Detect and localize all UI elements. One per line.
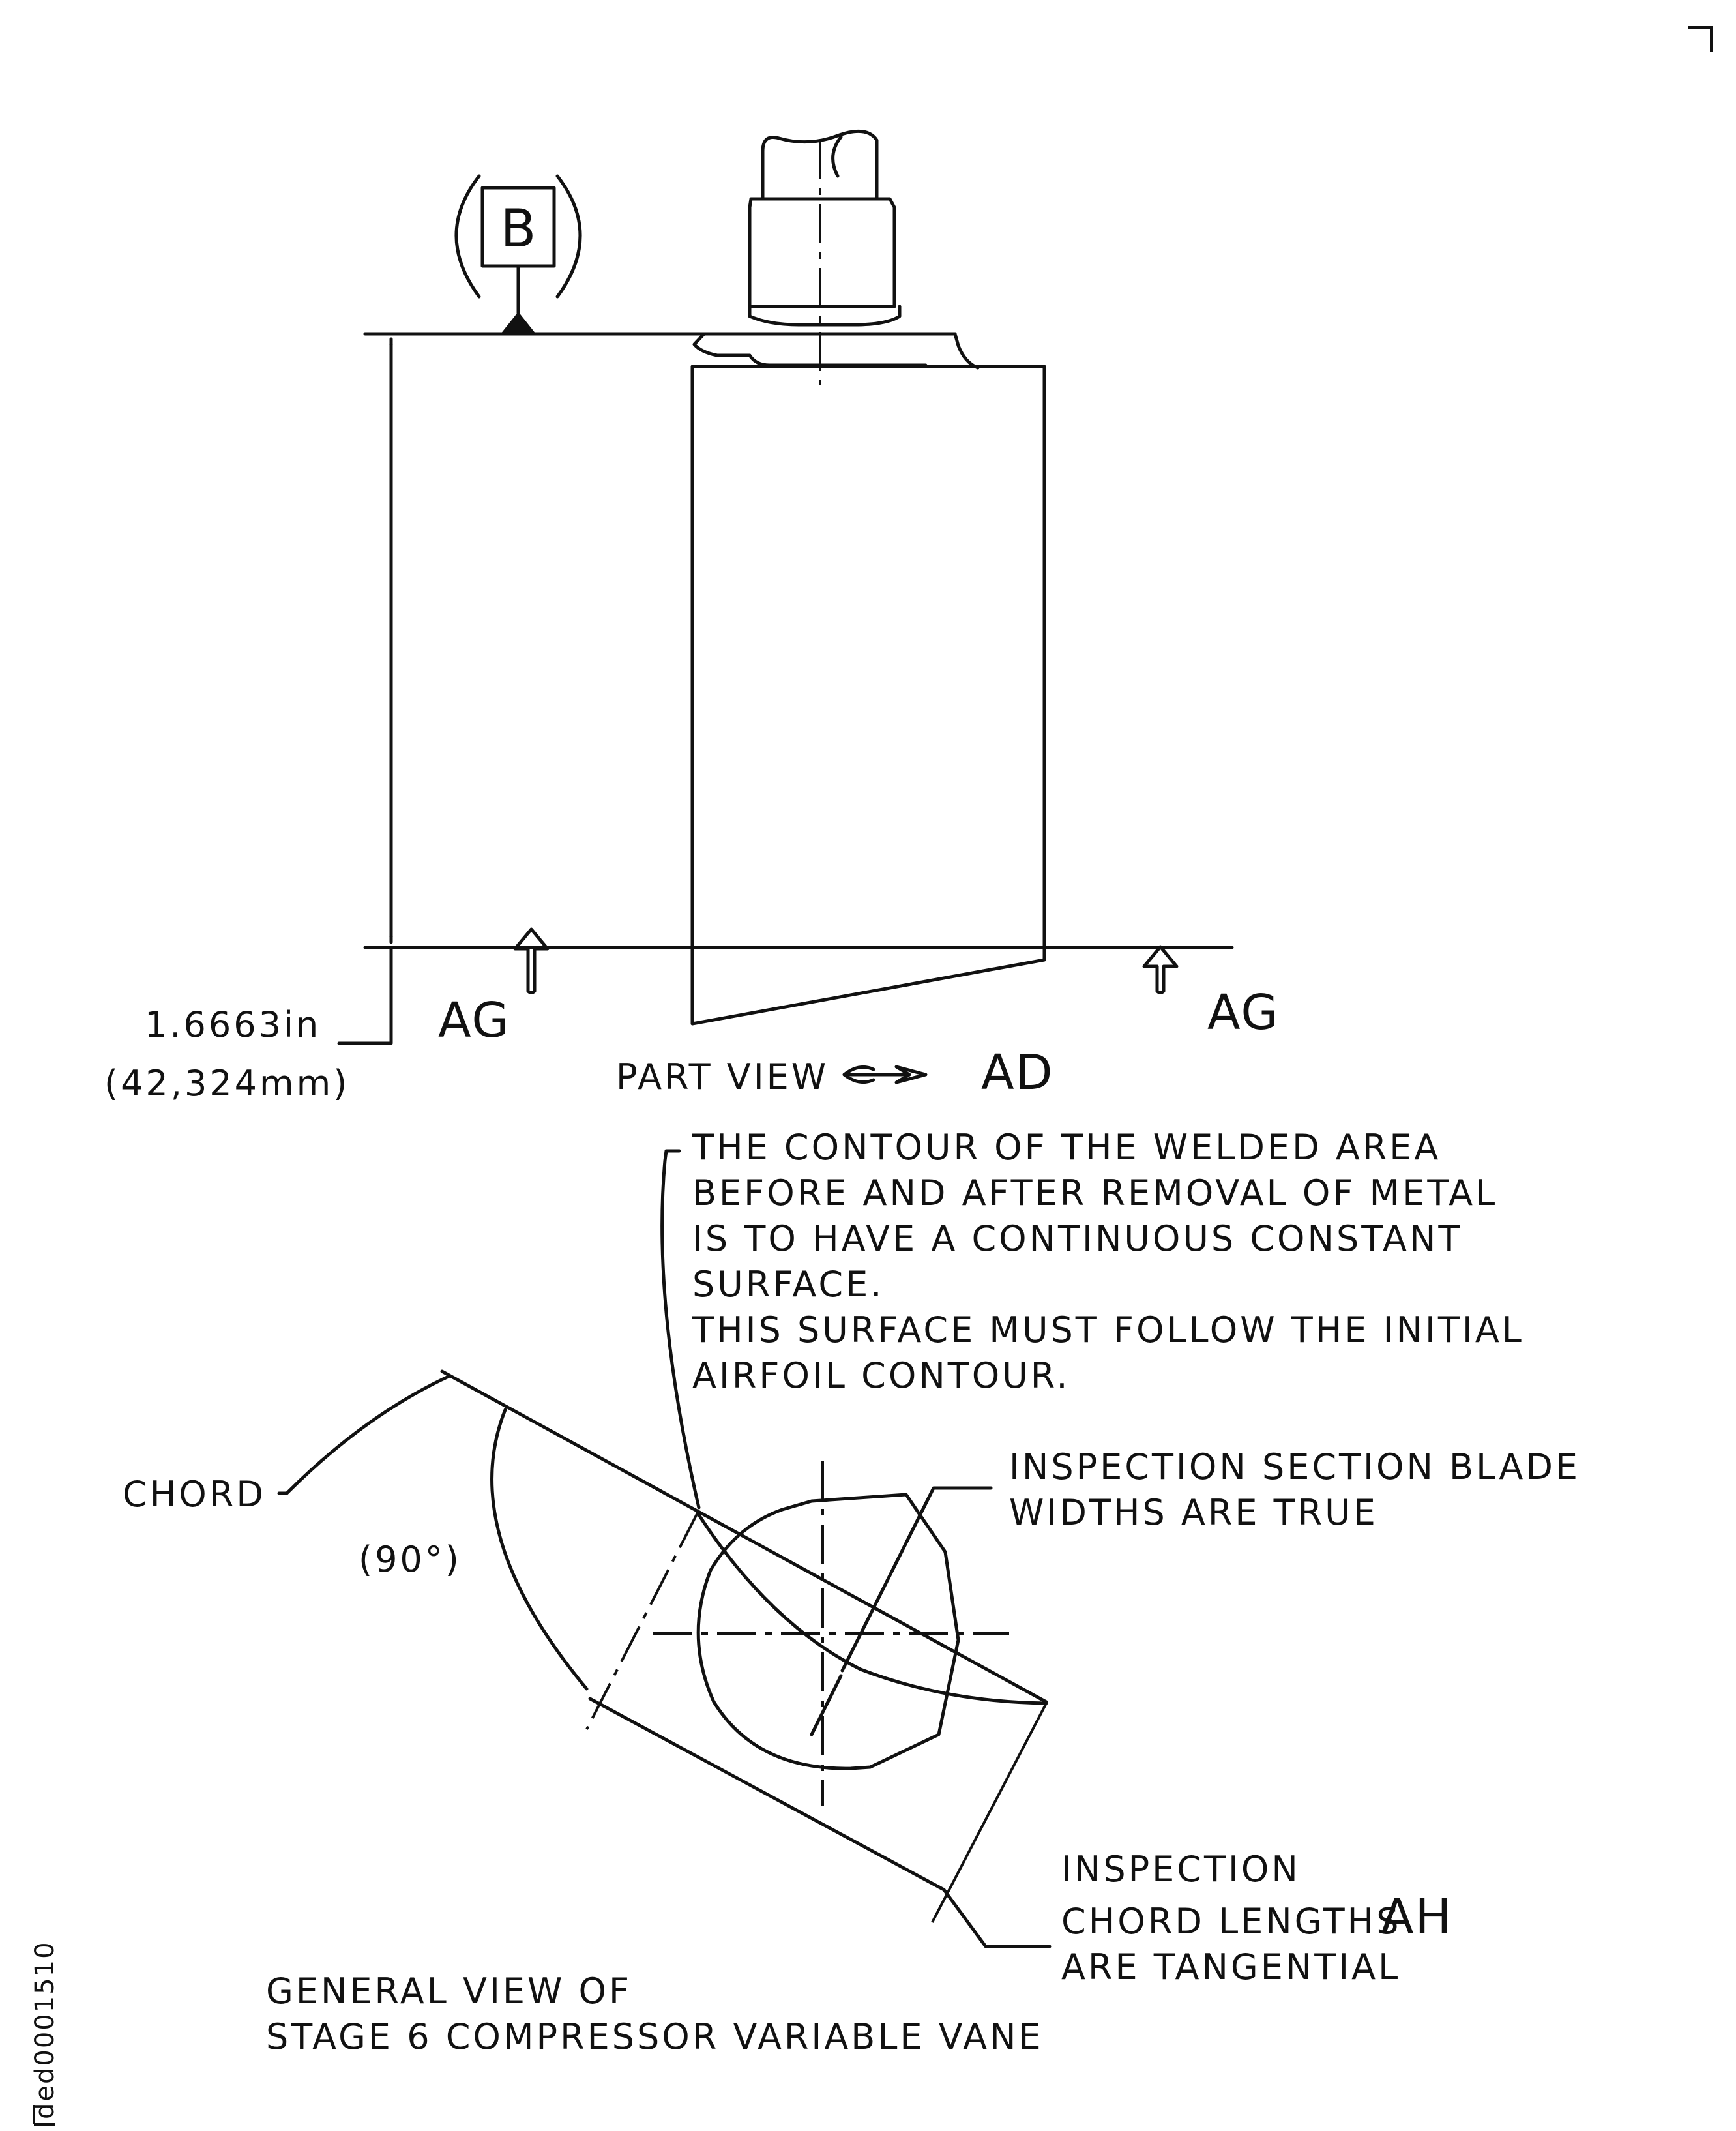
section-label-left: AG (438, 992, 510, 1049)
section-label-right: AG (1207, 985, 1280, 1041)
dimension-inch: 1.6663in (145, 1004, 321, 1045)
inspection-width-line-2: WIDTHS ARE TRUE (1009, 1492, 1378, 1533)
inspection-chord-ref: AH (1381, 1889, 1452, 1945)
inspection-chord-leader (942, 1888, 1052, 1948)
weld-note-line-1: THE CONTOUR OF THE WELDED AREA (692, 1127, 1441, 1168)
vane-stem (692, 129, 980, 370)
part-view: B 1.6663in (42,324mm) (104, 129, 1280, 1104)
weld-note-line-5: THIS SURFACE MUST FOLLOW THE INITIAL (692, 1309, 1524, 1350)
part-view-label: PART VIEW (616, 1056, 829, 1097)
corner-mark (1688, 26, 1713, 52)
general-view-title-line-2: STAGE 6 COMPRESSOR VARIABLE VANE (266, 2016, 1044, 2057)
inspection-chord-line-3: ARE TANGENTIAL (1061, 1946, 1400, 1988)
datum-b-symbol: B (454, 174, 582, 334)
extension-line-left (585, 1512, 699, 1730)
datum-label: B (501, 198, 537, 259)
chord-label: CHORD (123, 1474, 266, 1515)
chord-line (440, 1369, 1048, 1704)
figure-id: ded0001510 (30, 1941, 60, 2119)
angle-label: (90°) (359, 1539, 462, 1580)
general-view-title-line-1: GENERAL VIEW OF (266, 1971, 632, 2012)
weld-note-line-2: BEFORE AND AFTER REMOVAL OF METAL (692, 1172, 1497, 1214)
chord-leader (277, 1374, 452, 1495)
section-marker-right: AG (1142, 945, 1280, 1041)
weld-note-leader (660, 1149, 701, 1510)
weld-contour-note: THE CONTOUR OF THE WELDED AREA BEFORE AN… (660, 1127, 1524, 1510)
weld-note-line-3: IS TO HAVE A CONTINUOUS CONSTANT (692, 1218, 1462, 1259)
general-view: CHORD (90°) INSPECTION SECTION BLADE WID… (123, 1369, 1580, 1988)
weld-note-line-6: AIRFOIL CONTOUR. (692, 1355, 1070, 1396)
extension-line-right (931, 1703, 1048, 1923)
view-arrow (842, 1065, 928, 1084)
angle-arc (490, 1408, 589, 1691)
airfoil-section-curve (696, 1511, 1048, 1705)
weld-note-line-4: SURFACE. (692, 1264, 884, 1305)
chord-length-dimension (588, 1697, 946, 1892)
airfoil-body (690, 365, 1046, 1026)
dimension-leader (337, 946, 393, 1045)
inspection-chord-line-1: INSPECTION (1061, 1849, 1301, 1890)
inspection-width-line-1: INSPECTION SECTION BLADE (1009, 1446, 1580, 1487)
dimension-metric: (42,324mm) (104, 1063, 349, 1104)
part-view-ref: AD (981, 1045, 1054, 1101)
inspection-width-leader (840, 1486, 993, 1673)
section-marker-left: AG (438, 927, 550, 1049)
inspection-chord-line-2: CHORD LENGTHS (1061, 1901, 1401, 1942)
